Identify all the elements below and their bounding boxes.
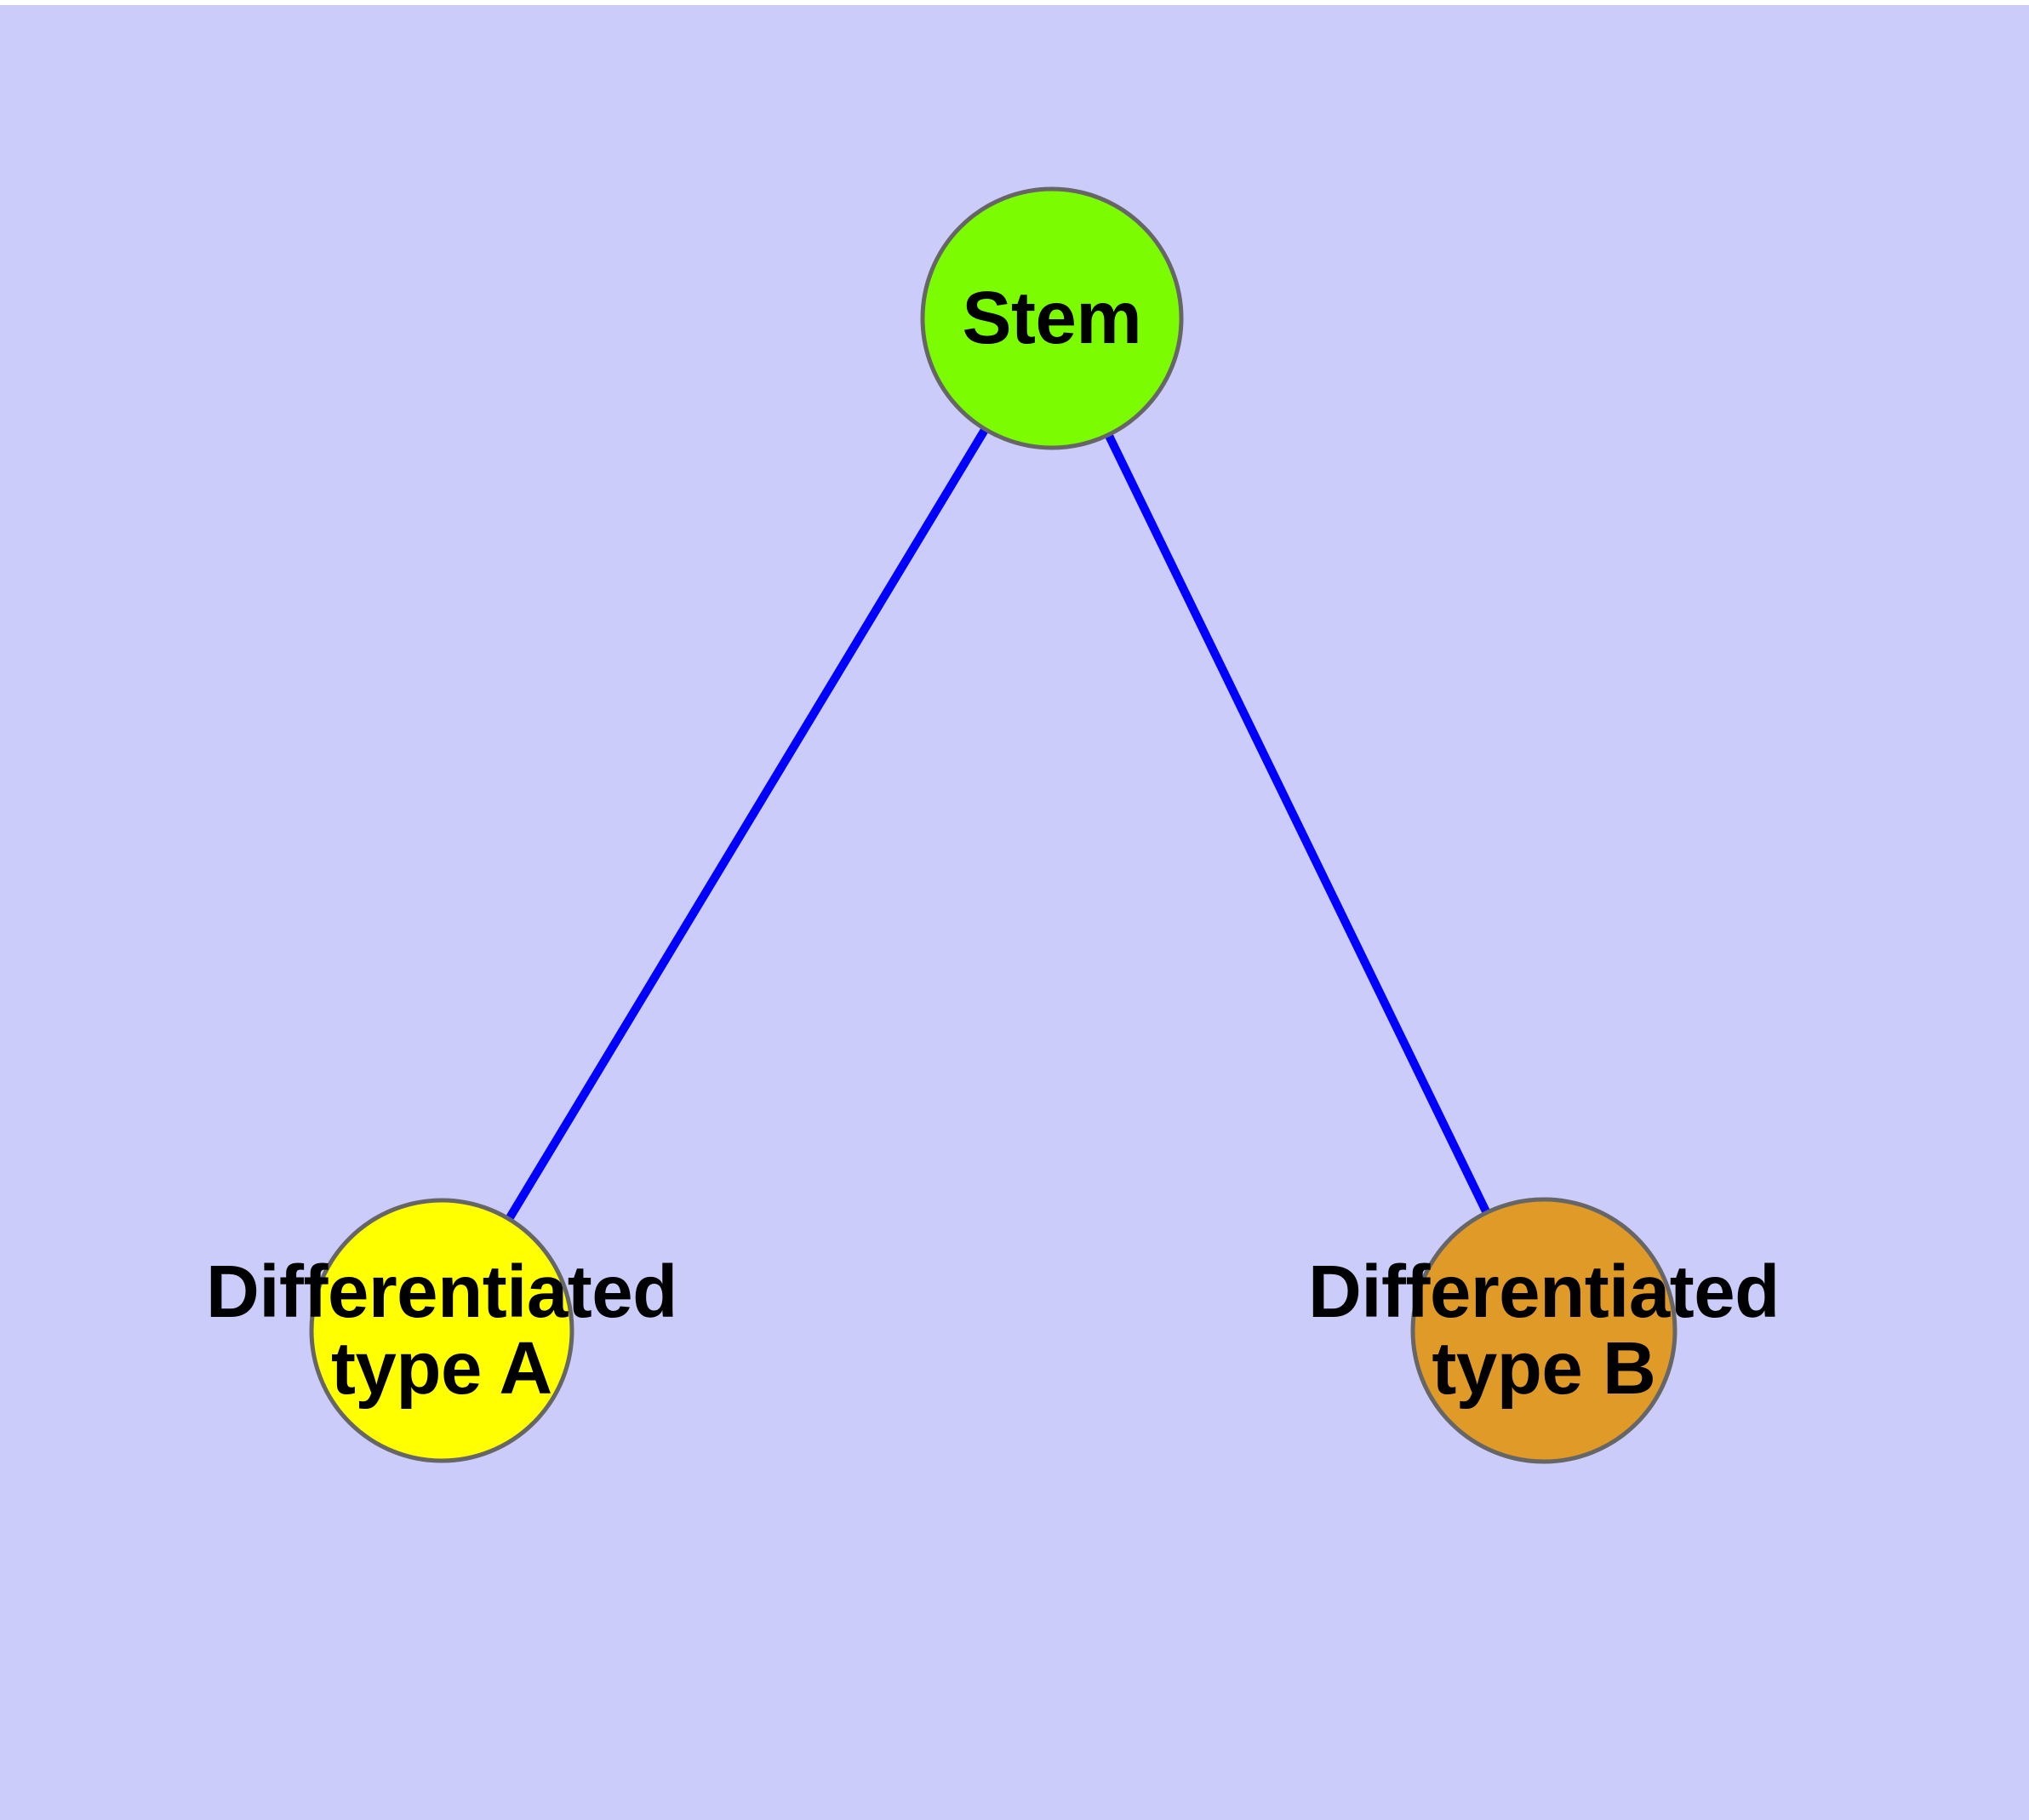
graph-edge — [1104, 431, 1492, 1216]
graph-edge — [504, 425, 990, 1223]
edge-layer — [504, 425, 1492, 1223]
node-layer — [309, 186, 1677, 1464]
graph-node-diff_b[interactable] — [1410, 1197, 1677, 1464]
graph-node-diff_a[interactable] — [309, 1198, 574, 1463]
graph-node-stem[interactable] — [920, 186, 1184, 450]
